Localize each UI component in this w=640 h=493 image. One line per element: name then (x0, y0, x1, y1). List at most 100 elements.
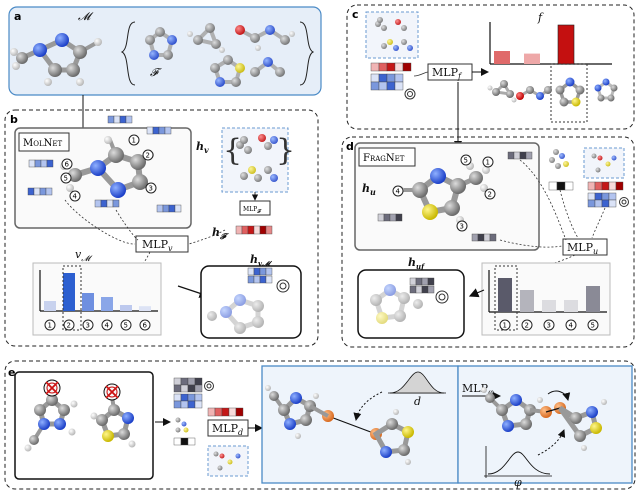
dotted-link-d3 (519, 159, 567, 241)
molnet-xtick-label: 2 (67, 322, 71, 330)
hvM-vector (247, 267, 273, 284)
fragnet-xtick-circle (565, 319, 577, 331)
panel-c: c MLPf f (346, 4, 635, 130)
fragment-pair-molecules (24, 394, 136, 452)
molnet-title: MolNet (23, 138, 62, 149)
molnet-xtick-circle (120, 319, 132, 331)
dotted-link-d2 (591, 207, 606, 239)
angle-molecules (481, 387, 607, 451)
angle-distribution-icon (484, 446, 552, 478)
hF-vector (235, 225, 273, 235)
dotted-link-d1 (559, 189, 579, 239)
link-to-mlpf (413, 71, 429, 77)
molnet-bars (44, 273, 151, 311)
vM-label: v𝓜 (75, 248, 93, 263)
atom-number-4: 4 (73, 193, 78, 201)
fragnet-box (354, 142, 540, 251)
fragnet-atom-numbers: 1 2 3 4 5 (392, 154, 496, 232)
f-bar (494, 51, 510, 64)
panel-a-letter: a (14, 10, 21, 23)
atom-number-1: 1 (132, 137, 136, 145)
fragment-set-box-c (365, 11, 419, 59)
frag-atom-number-1: 1 (486, 159, 490, 167)
huf-vector (409, 277, 435, 294)
f-bar (557, 24, 575, 65)
molnet-embedding-vectors (27, 115, 182, 213)
fragment-set-molecules-b (236, 134, 278, 182)
fragnet-xtick-circle (543, 319, 555, 331)
atom-number-5: 5 (64, 175, 68, 183)
molnet-xtick-circle (44, 319, 56, 331)
fragnet-bar (520, 290, 534, 312)
panel-e: e (4, 360, 636, 490)
huf-molecule (370, 284, 423, 324)
panel-b-letter: b (10, 113, 18, 126)
fragment-molecules (145, 23, 295, 87)
panel-e-box (4, 360, 636, 490)
mlpu-label: MLPu (567, 241, 598, 256)
fragnet-title-box (358, 147, 416, 167)
f-selected-fragment-box (550, 63, 588, 123)
f-bar (524, 53, 540, 64)
fragnet-bar (586, 286, 600, 312)
molnet-bar (44, 301, 56, 311)
molnet-bar (63, 273, 75, 311)
fragnet-xtick-circle (521, 319, 533, 331)
dotted-link-e2 (537, 429, 566, 456)
mlpu-box (562, 238, 608, 256)
attachment-removed-icon-1 (43, 379, 61, 397)
molnet-xtick-circle (101, 319, 113, 331)
fragnet-xtick-label: 4 (569, 322, 574, 330)
fragnet-bars (498, 278, 600, 312)
distance-distribution-icon (388, 371, 446, 394)
hvM-label: hv𝓜 (250, 253, 272, 268)
set-brace-left (120, 21, 136, 86)
attachment-removed-icon-2 (103, 383, 121, 401)
fragnet-bar (498, 278, 512, 312)
molnet-bar (101, 297, 113, 311)
molnet-title-box (18, 132, 70, 152)
dotted-link-e1 (353, 391, 383, 421)
fragment-embedding-red (370, 62, 412, 72)
pooled-marker-icon-c (404, 88, 416, 100)
dotted-link-b3 (188, 229, 226, 245)
fragnet-side-inputs (548, 147, 629, 208)
molnet-xtick-label: 1 (48, 322, 52, 330)
fragnet-bar (564, 300, 578, 312)
molnet-xtick-label: 3 (86, 322, 90, 330)
pair-embeddings-e (173, 377, 249, 477)
fragnet-xtick-label: 2 (525, 322, 529, 330)
panel-e-letter: e (8, 366, 15, 379)
f-fragment-molecules (487, 77, 618, 107)
panel-d: d FragNet 1 2 3 4 5 hu (341, 136, 635, 348)
brace-b-right: } (276, 133, 295, 168)
fragnet-xtick-circle (499, 319, 511, 331)
set-brace-right (299, 21, 315, 86)
panel-b: b MolNet 1 2 3 4 5 6 (4, 109, 319, 347)
distance-molecules (265, 385, 414, 465)
fragnet-xtick-label: 3 (547, 322, 551, 330)
fragment-set-molecules-c (375, 17, 413, 51)
frag-atom-number-4: 4 (396, 188, 401, 196)
molnet-bar (82, 293, 94, 311)
dotted-link-b1 (64, 199, 136, 245)
molnet-atom-numbers: 1 2 3 4 5 6 (60, 134, 157, 202)
molnet-xtick-label: 4 (105, 322, 110, 330)
mlpF-box (239, 200, 271, 216)
molnet-bar (120, 305, 132, 311)
molnet-xtick-label: 5 (124, 322, 128, 330)
arrow-to-huf (468, 288, 485, 298)
mlpF-label: MLP𝓕 (243, 206, 262, 215)
hvM-molecule (207, 294, 264, 334)
huf-label: huf (408, 256, 426, 271)
hvM-pooled-marker-icon (276, 279, 290, 293)
f-chart-bars (494, 24, 575, 65)
atom-number-2: 2 (146, 152, 150, 160)
panel-a: a 𝓜 𝓕 (8, 6, 322, 96)
phi-label: φ (514, 476, 522, 489)
dotted-link-d5 (535, 254, 576, 270)
angle-prediction-box (457, 365, 633, 484)
